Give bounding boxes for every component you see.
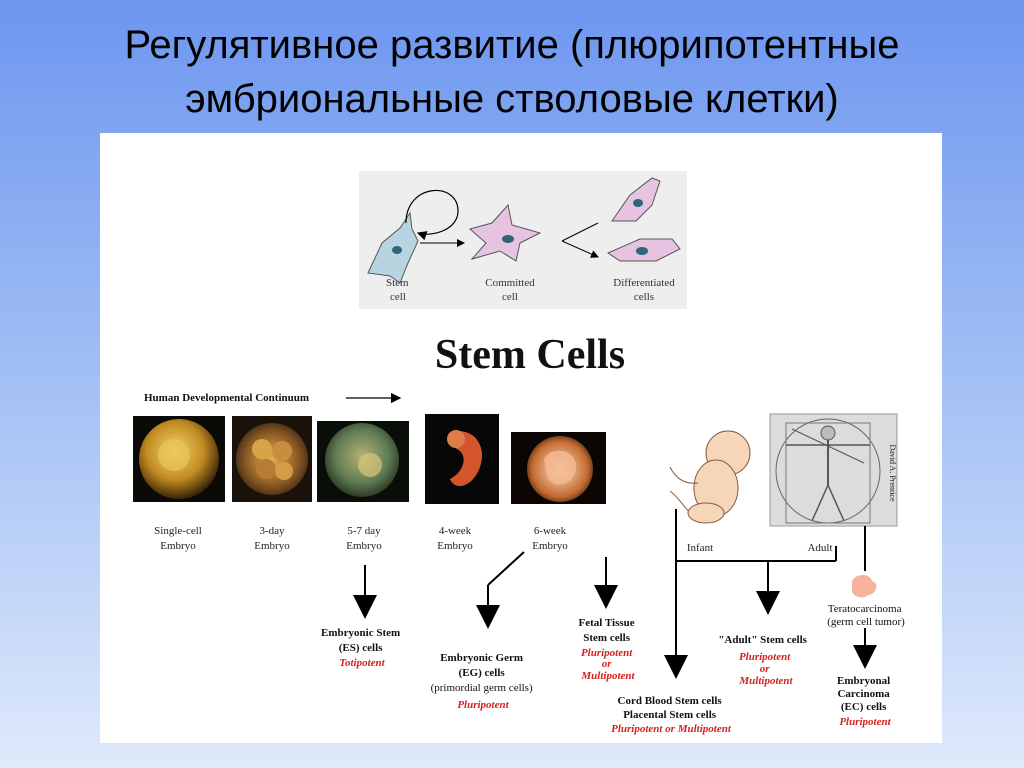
fetal-arrowhead — [594, 585, 618, 609]
image-credit: David A. Prentice — [888, 444, 897, 502]
eg-arrowhead — [476, 605, 500, 629]
arrowheads — [353, 585, 877, 679]
6-week-to-eg-line — [487, 551, 525, 586]
4-week-embryo-image — [425, 414, 499, 504]
fetal-tissue-label: Fetal Tissue Stem cells Pluripotent or M… — [579, 617, 638, 682]
ec-arrowhead — [853, 645, 877, 669]
slide-title-line-1: Регулятивное развитие (плюрипотентные — [124, 23, 900, 67]
differentiated-nucleus-2 — [636, 247, 648, 255]
stem-cells-heading: Stem Cells — [435, 332, 625, 378]
differentiated-nucleus-1 — [633, 199, 643, 207]
self-renewal-arrow — [405, 190, 459, 241]
embryo-images — [133, 414, 606, 504]
adult-vitruvian-image: David A. Prentice — [769, 413, 898, 527]
adult-label: Adult — [807, 542, 832, 554]
continuum-label: Human Developmental Continuum — [144, 392, 309, 404]
eg-cells-label: Embryonic Germ (EG) cells (primordial ge… — [431, 652, 536, 711]
infant-label: Infant — [687, 542, 713, 554]
stem-cell-nucleus — [392, 246, 402, 254]
es-arrowhead — [353, 595, 377, 619]
es-cells-label: Embryonic Stem (ES) cells Totipotent — [321, 627, 403, 669]
committed-cell-shape — [468, 203, 542, 262]
teratocarcinoma-image — [851, 575, 877, 598]
adult-stem-arrowhead — [756, 591, 780, 615]
cord-arrowhead — [664, 655, 688, 679]
committed-cell-nucleus — [502, 235, 514, 243]
adult-stem-cells-label: "Adult" Stem cells Pluripotent or Multip… — [718, 634, 809, 687]
slide-title: Регулятивное развитие (плюрипотентные эм… — [0, 18, 1024, 126]
differentiate-arrows — [561, 222, 598, 257]
infant-drawing — [669, 430, 751, 524]
outcome-labels: Embryonic Stem (ES) cells Totipotent Emb… — [321, 603, 905, 735]
slide-title-line-2: эмбриональные стволовые клетки) — [185, 77, 839, 121]
ec-cells-label: Embryonal Carcinoma (EC) cells Pluripote… — [837, 675, 893, 728]
teratocarcinoma-label: Teratocarcinoma (germ cell tumor) — [827, 603, 905, 628]
cord-blood-label: Cord Blood Stem cells Placental Stem cel… — [611, 695, 732, 735]
